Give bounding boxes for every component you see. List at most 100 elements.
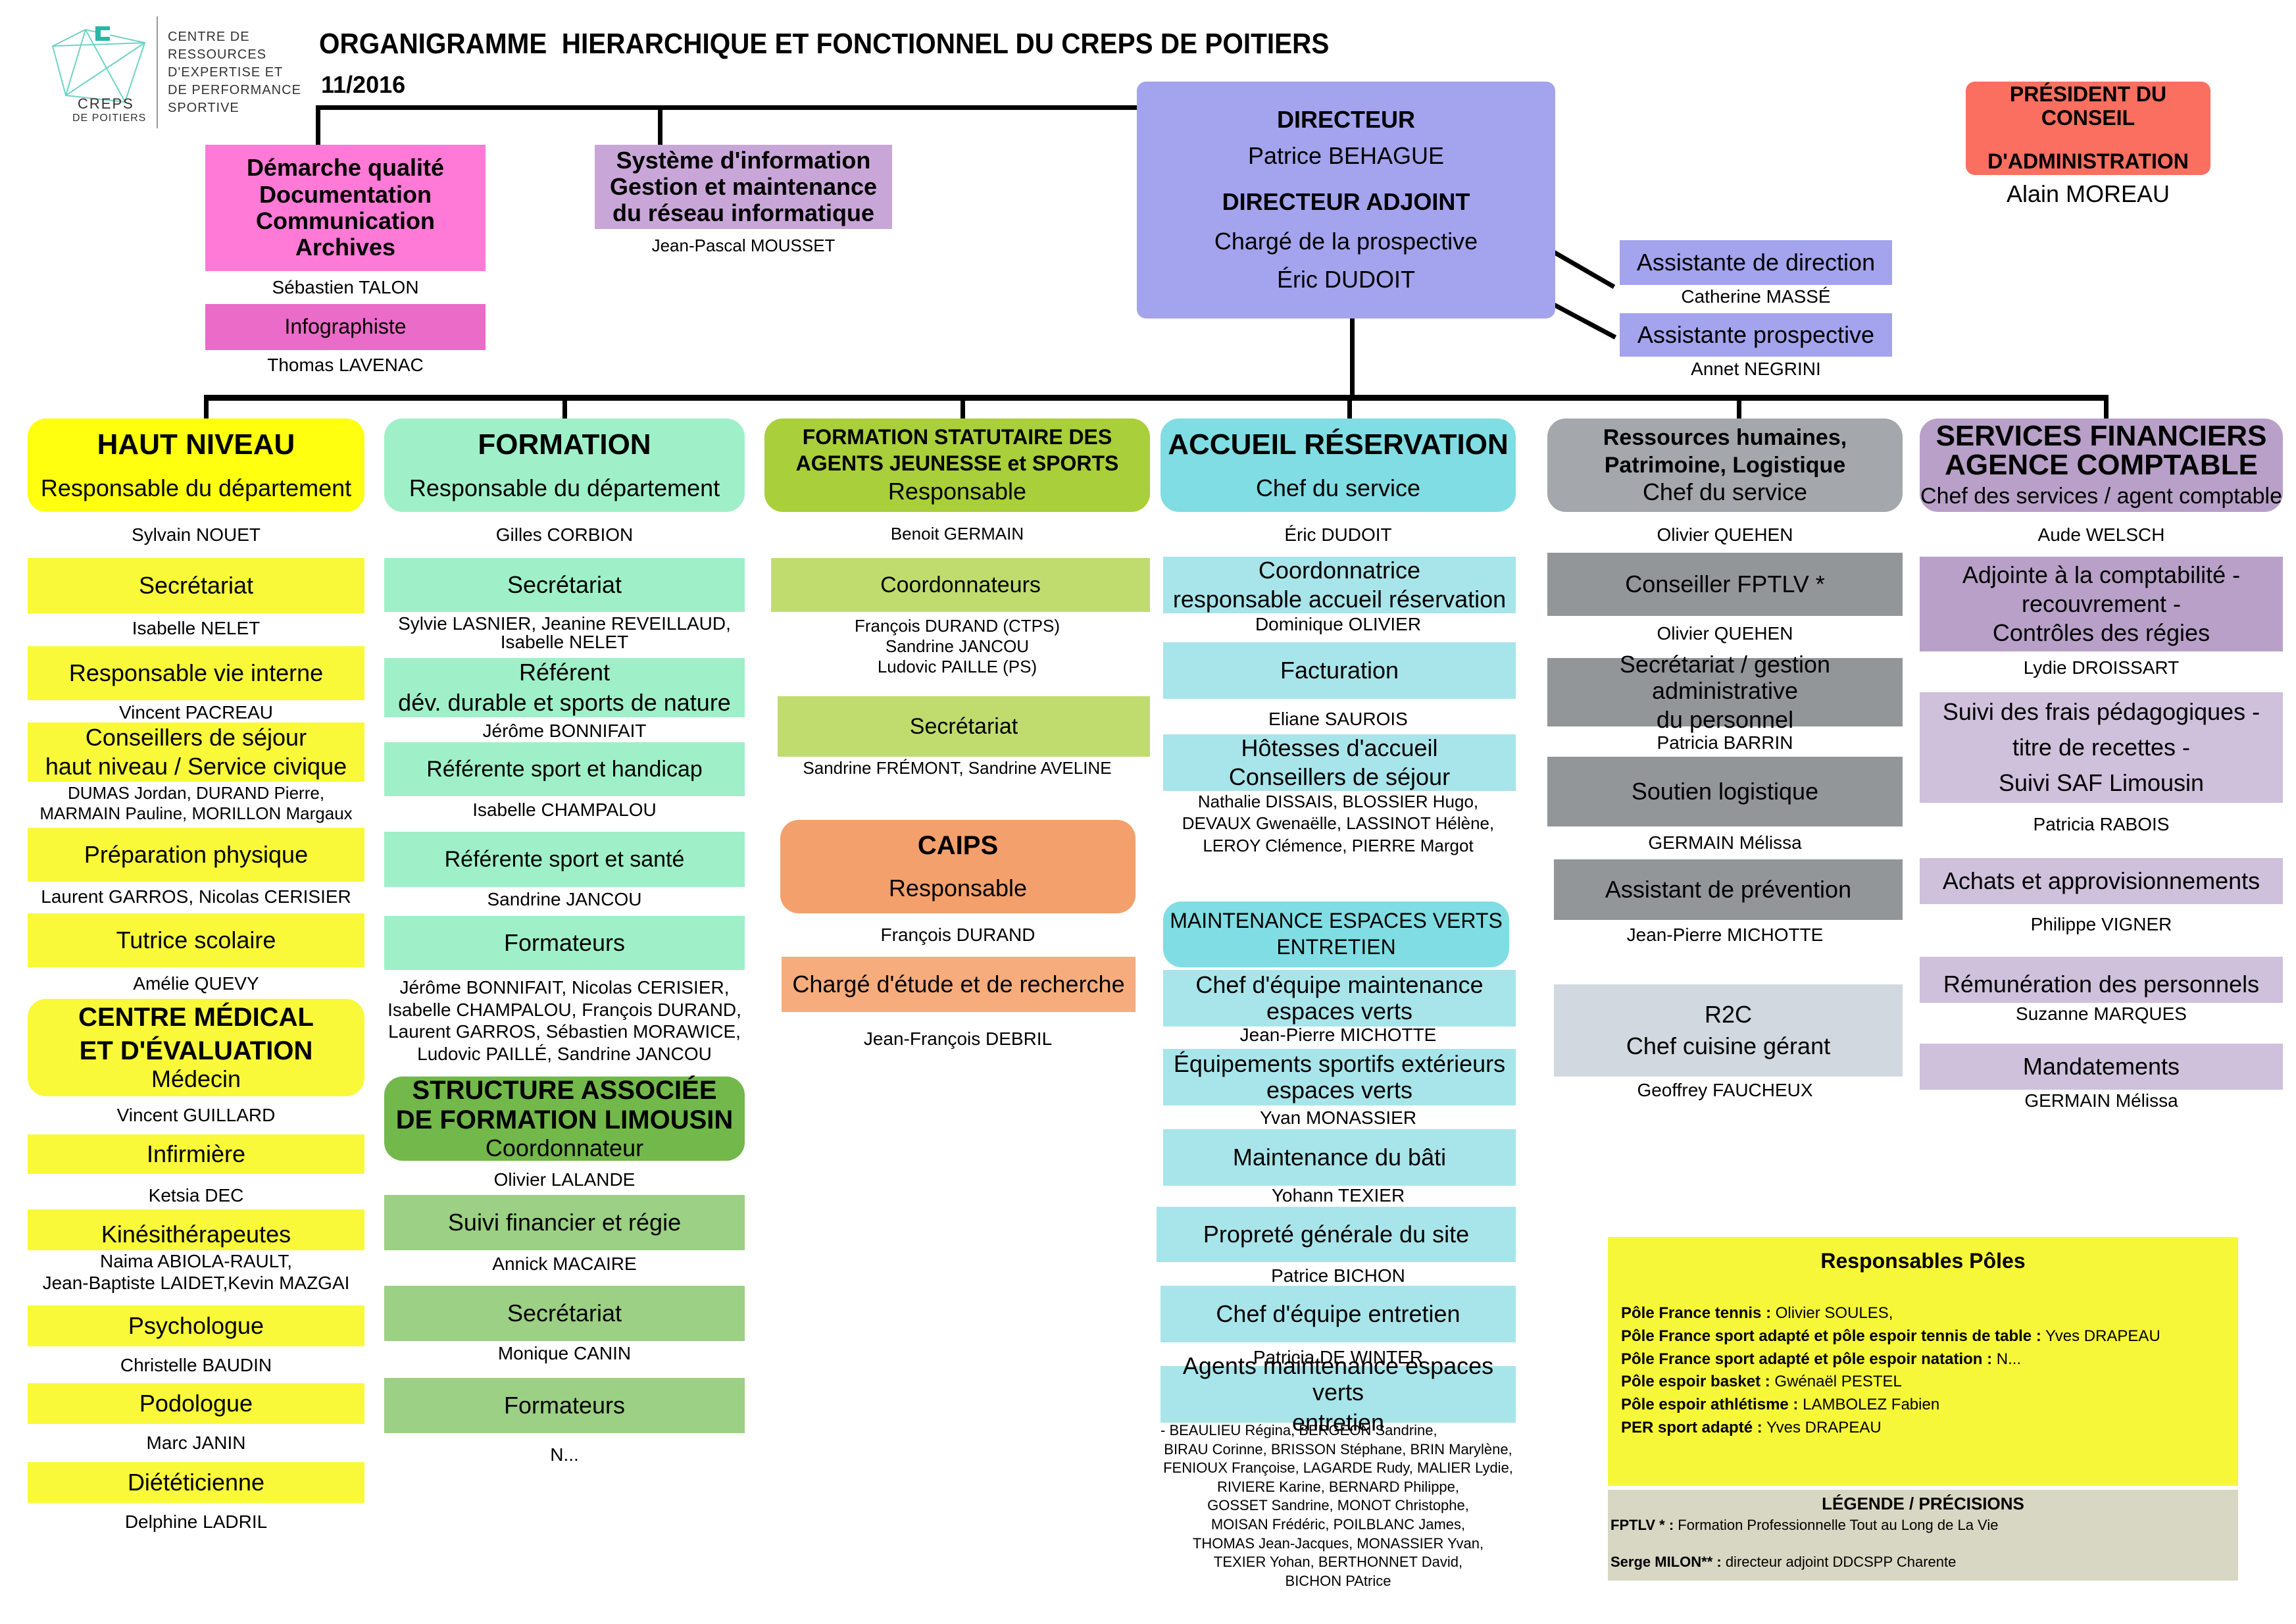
- ac-agents-line: entretien: [1291, 1409, 1385, 1436]
- fo-suivi-box: Suivi financier et régie: [384, 1195, 745, 1250]
- hn-podo-title: Podologue: [139, 1389, 253, 1417]
- fo-secretariat2-title: Secrétariat: [507, 1299, 622, 1327]
- rh-soutien-title: Soutien logistique: [1631, 777, 1819, 805]
- ac-equip-name: Yvan MONASSIER: [1259, 1107, 1417, 1128]
- legend-pole-line: Pôle France sport adapté et pôle espoir …: [1621, 1325, 2225, 1348]
- legend-precisions-title: LÉGENDE / PRÉCISIONS: [1822, 1494, 2024, 1513]
- ac-bati-title: Maintenance du bâti: [1232, 1143, 1447, 1171]
- statutaire-title-line: AGENTS JEUNESSE et SPORTS: [795, 451, 1119, 475]
- caips-subtitle: Responsable: [888, 875, 1028, 902]
- fo-referent-line: dév. durable et sports de nature: [398, 689, 731, 716]
- hn-cme-line: ET D'ÉVALUATION: [79, 1036, 313, 1065]
- legend-poles-title: Responsables Pôles: [1820, 1249, 2026, 1273]
- rh-r2c-name: Geoffrey FAUCHEUX: [1637, 1080, 1813, 1100]
- hn-conseillers-names-line: MARMAIN Pauline, MORILLON Margaux: [39, 803, 353, 823]
- fi-achats-title: Achats et approvisionnements: [1942, 867, 2260, 894]
- fo-structure-name: Olivier LALANDE: [493, 1169, 636, 1190]
- caips-box: CAIPS Responsable: [780, 820, 1136, 913]
- ac-chef-ent-name: Patricia DE WINTER: [1253, 1347, 1424, 1367]
- fo-formateurs2-title: Formateurs: [503, 1391, 626, 1419]
- legend-pole-label: Pôle espoir basket :: [1621, 1373, 1770, 1391]
- infographiste-name: Thomas LAVENAC: [267, 355, 424, 375]
- sysinfo-name: Jean-Pascal MOUSSET: [651, 236, 836, 255]
- hn-cme-role: Médecin: [151, 1065, 241, 1092]
- haut-niveau-subtitle: Responsable du département: [40, 474, 352, 502]
- finance-subtitle: Chef des services / agent comptable: [1920, 483, 2282, 509]
- quality-box: Démarche qualité Documentation Communica…: [205, 145, 486, 271]
- legend-pole-value: Gwénaël PESTEL: [1770, 1373, 1902, 1391]
- charge-etude-box: Chargé d'étude et de recherche: [782, 957, 1136, 1012]
- ac-hotesses-box: Hôtesses d'accueil Conseillers de séjour: [1163, 734, 1516, 791]
- hn-diet-box: Diététicienne: [28, 1462, 364, 1503]
- connector-dept-6: [2104, 395, 2109, 420]
- ac-coord-line: responsable accueil réservation: [1172, 586, 1507, 613]
- legend-pole-label: Pôle France tennis :: [1621, 1304, 1772, 1322]
- fo-secretariat-names-line: Isabelle NELET: [500, 632, 629, 652]
- director-adjoint-role: Chargé de la prospective: [1214, 228, 1478, 255]
- rh-title-line: Ressources humaines,: [1603, 424, 1847, 450]
- connector-quality-vertical: [316, 105, 320, 146]
- logo-creps-text: CREPS: [78, 95, 134, 112]
- hn-podo-box: Podologue: [28, 1383, 364, 1424]
- hn-diet-name: Delphine LADRIL: [124, 1511, 268, 1532]
- accueil-title: ACCUEIL RÉSERVATION: [1168, 428, 1509, 461]
- connector-director-down: [1350, 318, 1355, 397]
- connector-assistant-1: [1550, 249, 1616, 290]
- fo-secretariat-names-line: Sylvie LASNIER, Jeanine REVEILLAUD,: [398, 613, 731, 634]
- formation-header: FORMATION Responsable du département: [384, 419, 745, 512]
- fi-adjointe-name: Lydie DROISSART: [2023, 657, 2180, 678]
- st-secretariat-box: Secrétariat: [778, 696, 1150, 757]
- ac-hotesses-names-line: DEVAUX Gwenaëlle, LASSINOT Hélène,: [1182, 813, 1495, 834]
- fo-sante-box: Référente sport et santé: [384, 832, 745, 887]
- connector-dept-5: [1737, 395, 1741, 420]
- connector-top-horizontal: [316, 105, 1138, 110]
- logo-tagline-line: RESSOURCES: [168, 47, 267, 62]
- fo-structure-line: STRUCTURE ASSOCIÉE: [412, 1076, 717, 1105]
- rh-title-line: Patrimoine, Logistique: [1604, 452, 1846, 478]
- logo-poitiers-text: DE POITIERS: [72, 113, 147, 124]
- sysinfo-line: du réseau informatique: [612, 199, 875, 227]
- fo-formateurs-names-line: Isabelle CHAMPALOU, François DURAND,: [387, 999, 741, 1020]
- infographiste-title: Infographiste: [284, 315, 407, 339]
- st-coord-names-line: Ludovic PAILLE (PS): [877, 657, 1037, 677]
- legend-pole-value: N...: [1992, 1350, 2022, 1368]
- rh-prevention-box: Assistant de prévention: [1554, 859, 1903, 920]
- quality-line: Communication: [255, 207, 435, 234]
- charge-etude-name: Jean-François DEBRIL: [863, 1028, 1053, 1049]
- president-name: Alain MOREAU: [2006, 180, 2170, 207]
- connector-dept-3: [961, 395, 965, 420]
- director-box: DIRECTEUR Patrice BEHAGUE DIRECTEUR ADJO…: [1137, 82, 1555, 318]
- fi-achats-box: Achats et approvisionnements: [1920, 858, 2283, 904]
- hn-vie-interne-title: Responsable vie interne: [68, 659, 324, 686]
- fo-suivi-name: Annick MACAIRE: [492, 1254, 637, 1274]
- fo-handicap-title: Référente sport et handicap: [426, 756, 703, 782]
- rh-prevention-title: Assistant de prévention: [1605, 875, 1852, 903]
- st-coord-names: François DURAND (CTPS) Sandrine JANCOU L…: [764, 616, 1150, 678]
- fo-formateurs2-name: N...: [550, 1444, 579, 1465]
- fo-formateurs-box: Formateurs: [384, 916, 745, 970]
- legend-pole-label: Pôle France sport adapté et pôle espoir …: [1621, 1327, 2041, 1345]
- ac-chef-ev-name: Jean-Pierre MICHOTTE: [1239, 1025, 1437, 1045]
- logo-tagline-line: DE PERFORMANCE: [168, 83, 301, 97]
- rh-gestion-line: du personnel: [1656, 706, 1794, 734]
- fo-structure-role: Coordonnateur: [485, 1134, 644, 1161]
- hn-conseillers-line: haut niveau / Service civique: [45, 753, 347, 780]
- haut-niveau-header: HAUT NIVEAU Responsable du département: [28, 419, 364, 512]
- finance-title-line: SERVICES FINANCIERS: [1935, 419, 2267, 452]
- rh-soutien-name: GERMAIN Mélissa: [1648, 832, 1802, 853]
- connector-dept-1: [204, 395, 209, 420]
- rh-fptlv-name: Olivier QUEHEN: [1657, 623, 1793, 644]
- ac-chef-ev-line: espaces verts: [1266, 998, 1413, 1025]
- hn-psy-name: Christelle BAUDIN: [120, 1355, 272, 1375]
- hn-conseillers-names-line: DUMAS Jordan, DURAND Pierre,: [67, 783, 325, 803]
- ac-facturation-title: Facturation: [1280, 656, 1399, 684]
- director-adjoint-name: Éric DUDOIT: [1277, 266, 1415, 293]
- hn-vie-interne-box: Responsable vie interne: [28, 646, 364, 700]
- quality-line: Documentation: [259, 180, 432, 208]
- connector-assistant-2: [1550, 301, 1617, 340]
- logo-mark-icon: [51, 26, 146, 103]
- legend-precisions-box: LÉGENDE / PRÉCISIONS FPTLV * : Formation…: [1608, 1490, 2238, 1581]
- hn-psy-box: Psychologue: [28, 1306, 364, 1346]
- rh-soutien-box: Soutien logistique: [1547, 757, 1903, 826]
- hn-kine-box: Kinésithérapeutes: [28, 1209, 364, 1250]
